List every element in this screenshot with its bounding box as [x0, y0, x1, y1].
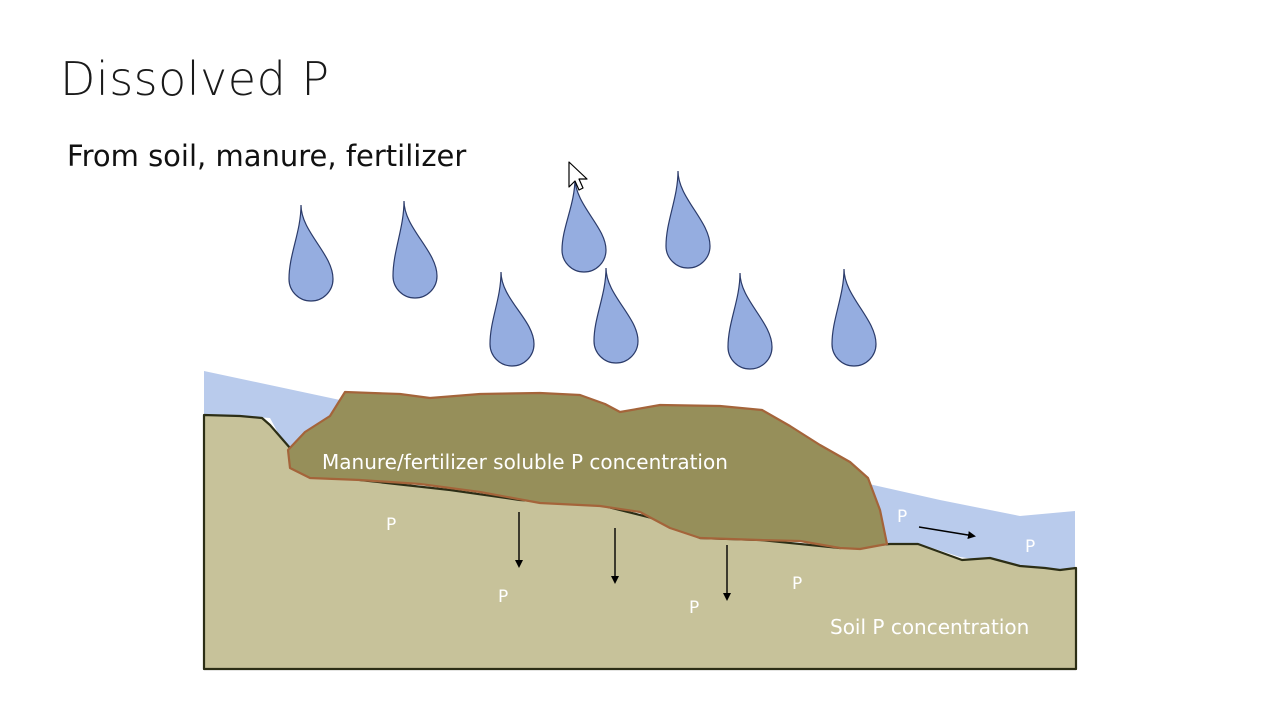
manure-layer	[286, 390, 889, 551]
manure-layer-label: Manure/fertilizer soluble P concentratio…	[322, 450, 728, 474]
raindrop	[665, 170, 711, 269]
raindrops	[288, 170, 877, 370]
p-symbol: P	[689, 598, 699, 618]
slide-title: Dissolved P	[60, 52, 330, 106]
p-symbol: P	[498, 587, 508, 607]
raindrop	[288, 204, 334, 302]
p-symbol: P	[1025, 537, 1035, 557]
slide-subtitle: From soil, manure, fertilizer	[67, 139, 467, 173]
raindrop	[831, 268, 877, 367]
raindrop	[392, 200, 438, 299]
p-symbol: P	[897, 507, 907, 527]
water-layer-right	[860, 482, 1075, 570]
runoff-arrow	[918, 526, 976, 539]
raindrop	[593, 267, 639, 364]
p-symbol: P	[792, 574, 802, 594]
raindrop	[727, 272, 773, 370]
soil-layer-label: Soil P concentration	[830, 615, 1029, 639]
cursor-icon	[568, 161, 588, 191]
p-symbol: P	[386, 515, 396, 535]
raindrop	[561, 177, 607, 273]
raindrop	[489, 271, 535, 367]
